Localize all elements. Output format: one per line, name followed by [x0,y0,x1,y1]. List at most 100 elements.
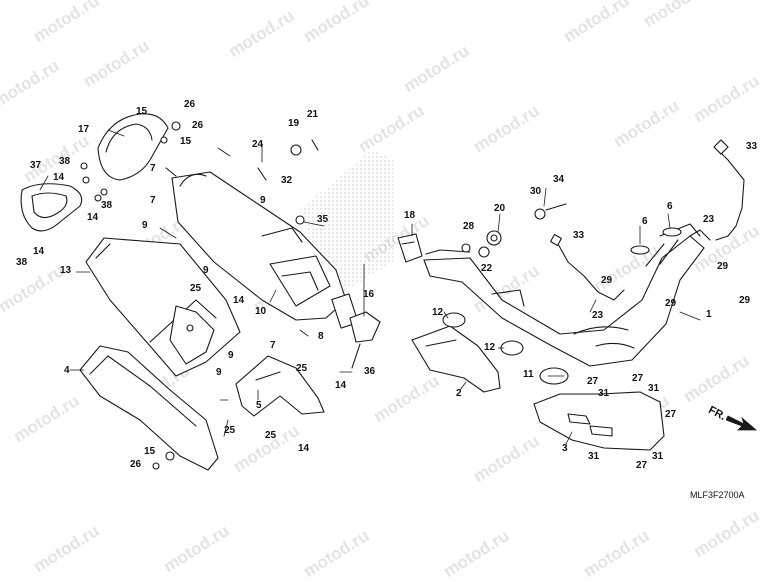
part-label-7: 7 [270,340,276,351]
muffler-body [165,167,359,329]
part-label-9: 9 [228,350,234,361]
part-label-14: 14 [87,212,99,223]
part-label-29: 29 [601,275,613,286]
part-label-23: 23 [592,310,604,321]
part-label-8: 8 [318,331,324,342]
grommet-22 [478,246,490,258]
part-label-9: 9 [203,265,209,276]
part-label-7: 7 [150,163,156,174]
end-cap-cone [97,113,169,181]
part-label-15: 15 [136,106,148,117]
part-label-21: 21 [307,109,319,120]
collar-28 [461,243,471,253]
bolt-36 [351,343,361,369]
nut-26c [152,462,160,470]
part-label-27: 27 [587,376,599,387]
part-label-31: 31 [588,451,600,462]
part-label-23: 23 [703,214,715,225]
bolt-34 [545,203,567,211]
gasket-6a [630,245,650,255]
part-label-2: 2 [456,388,462,399]
part-label-14: 14 [53,172,65,183]
part-label-11: 11 [523,369,534,380]
part-label-9: 9 [216,367,222,378]
part-label-31: 31 [598,388,610,399]
nut-26a [171,121,181,131]
bolt-38a [94,194,102,202]
lower-heat-shield [79,345,219,471]
part-label-33: 33 [573,230,585,241]
part-label-32: 32 [281,175,293,186]
part-label-27: 27 [632,373,644,384]
part-label-34: 34 [553,174,565,185]
bolt-24 [257,167,267,181]
part-label-27: 27 [636,460,648,471]
part-label-15: 15 [180,136,192,147]
part-label-25: 25 [296,363,308,374]
front-arrow-icon [726,415,758,431]
part-label-22: 22 [481,263,493,274]
washer-19 [290,144,302,156]
part-label-25: 25 [190,283,202,294]
part-label-36: 36 [364,366,376,377]
part-label-20: 20 [494,203,506,214]
part-label-14: 14 [335,380,347,391]
part-label-27: 27 [665,409,677,420]
part-label-28: 28 [463,221,475,232]
part-label-13: 13 [60,265,72,276]
washer-15a [160,136,168,144]
part-label-10: 10 [255,306,267,317]
gasket-6b [662,227,682,237]
part-label-29: 29 [665,298,677,309]
part-label-9: 9 [142,220,148,231]
part-label-37: 37 [30,160,42,171]
washer-15c [165,451,175,461]
part-label-7: 7 [150,195,156,206]
part-label-31: 31 [648,383,660,394]
bolt-38b [80,162,88,170]
part-label-19: 19 [288,118,300,129]
part-label-16: 16 [363,289,375,300]
muffler-hanger-bracket [235,355,325,417]
diagram-code: MLF3F2700A [690,490,745,500]
bushing-20 [486,230,502,246]
part-label-24: 24 [252,139,264,150]
part-label-26: 26 [192,120,204,131]
part-label-6: 6 [642,216,648,227]
part-label-26: 26 [184,99,196,110]
part-label-29: 29 [739,295,751,306]
part-label-31: 31 [652,451,664,462]
part-label-14: 14 [233,295,245,306]
part-label-26: 26 [130,459,142,470]
sensor-lead-23b [715,147,745,241]
end-cap-bracket [20,183,83,232]
sensor-lead-23a [557,243,625,301]
part-label-38: 38 [101,200,113,211]
part-label-25: 25 [224,425,236,436]
leader-lines [39,129,701,445]
part-label-12: 12 [484,342,496,353]
lower-protector [533,391,665,451]
part-label-33: 33 [746,141,758,152]
part-label-29: 29 [717,261,729,272]
pipe-heat-shield [411,325,501,393]
part-label-38: 38 [16,257,28,268]
part-label-15: 15 [144,446,156,457]
part-label-17: 17 [78,124,90,135]
part-label-12: 12 [432,307,444,318]
part-label-6: 6 [667,201,673,212]
washer-14a [82,176,90,184]
band-clamp [349,311,381,343]
part-label-14: 14 [298,443,310,454]
ring-12a [442,312,466,328]
washer-30 [534,208,546,220]
bolt-21 [311,139,319,151]
nut-35 [295,215,305,225]
washer-14b [100,188,108,196]
part-label-30: 30 [530,186,542,197]
part-label-5: 5 [256,400,262,411]
part-label-18: 18 [404,210,416,221]
cover-bracket [169,305,215,365]
part-label-4: 4 [64,365,70,376]
